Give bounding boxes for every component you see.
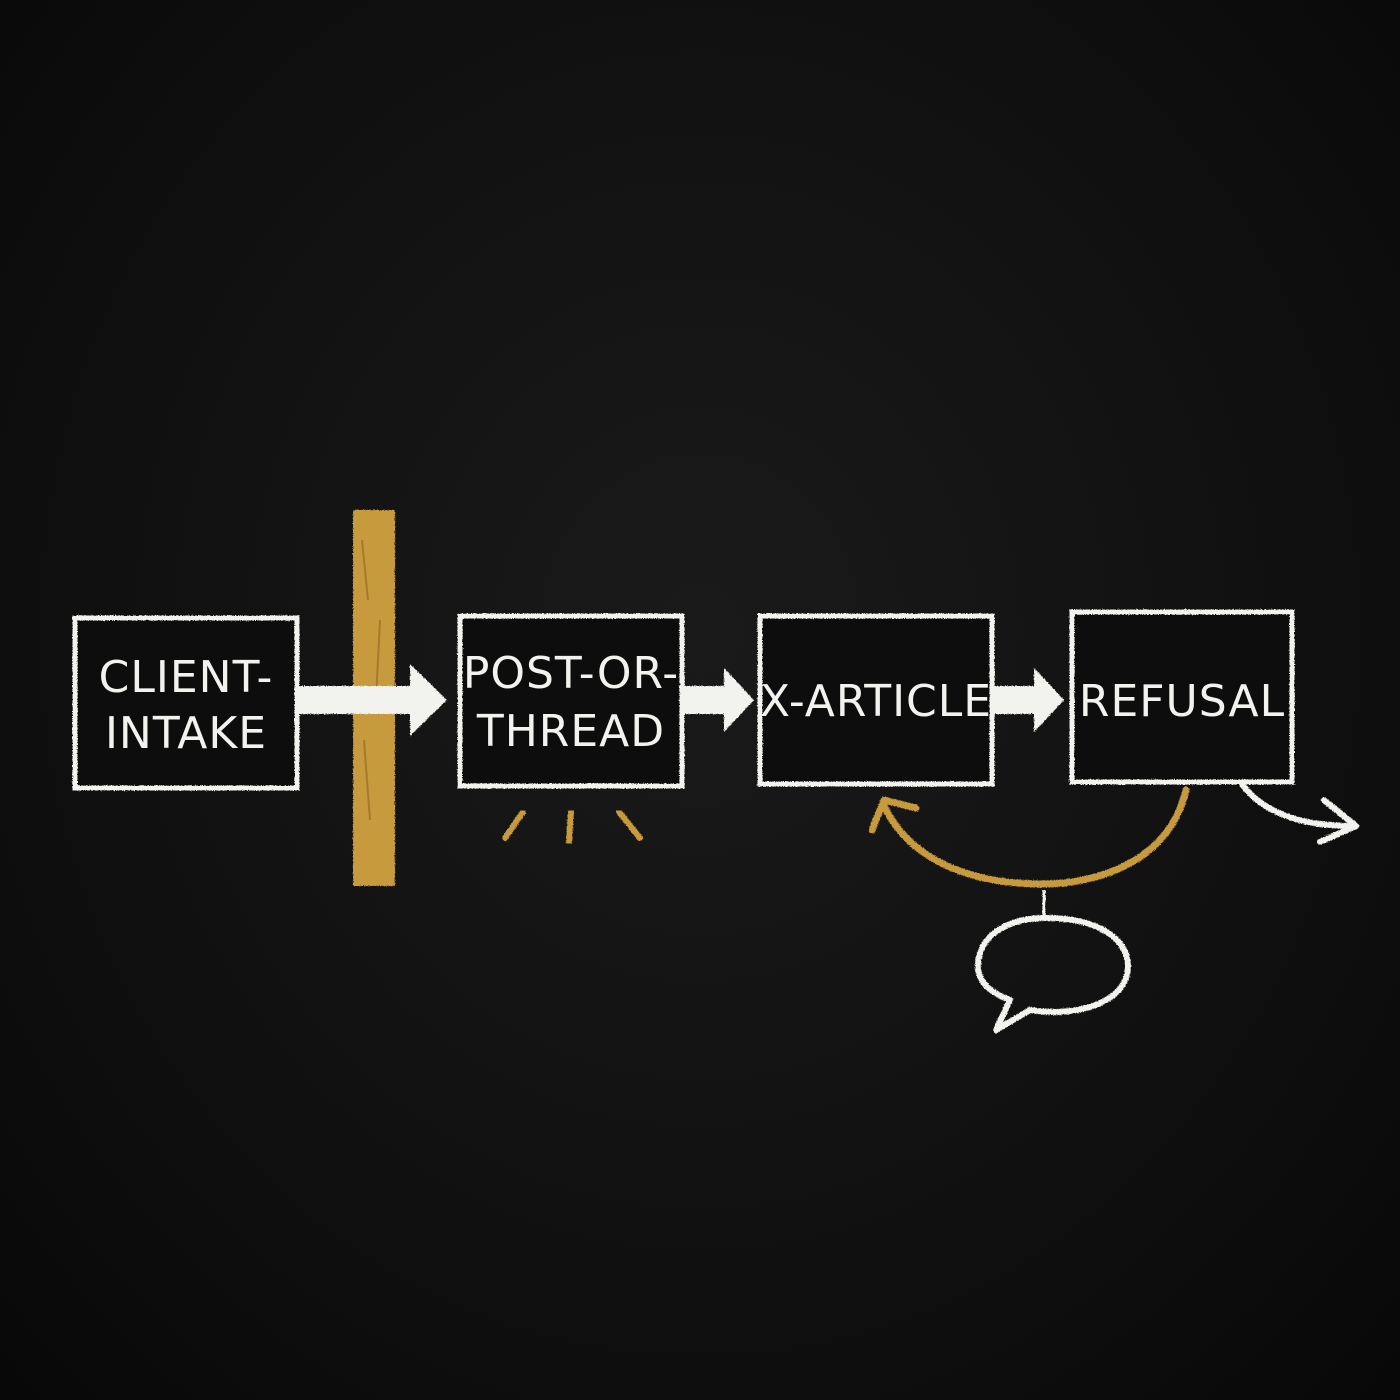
- node-client-intake: CLIENT- INTAKE: [72, 615, 300, 791]
- node-post-or-thread-line-1: POST-OR-: [463, 648, 679, 699]
- node-post-or-thread: POST-OR- THREAD: [457, 613, 685, 789]
- exit-arrow: [1239, 781, 1359, 845]
- arrow-post-to-article: [684, 668, 754, 732]
- node-post-or-thread-line-2: THREAD: [476, 706, 665, 757]
- node-client-intake-line-2: INTAKE: [105, 708, 267, 759]
- return-arrow-refusal-to-article: [868, 786, 1190, 888]
- speech-bubble-icon: [975, 890, 1131, 1033]
- node-refusal: REFUSAL: [1069, 609, 1295, 785]
- node-refusal-line-1: REFUSAL: [1079, 676, 1285, 727]
- arrow-article-to-refusal: [994, 668, 1064, 732]
- node-x-article: X-ARTICLE: [757, 613, 995, 787]
- arrow-intake-to-post: [298, 664, 447, 736]
- emphasis-ticks: [502, 809, 643, 845]
- node-x-article-line-1: X-ARTICLE: [760, 676, 992, 727]
- node-client-intake-line-1: CLIENT-: [99, 652, 274, 703]
